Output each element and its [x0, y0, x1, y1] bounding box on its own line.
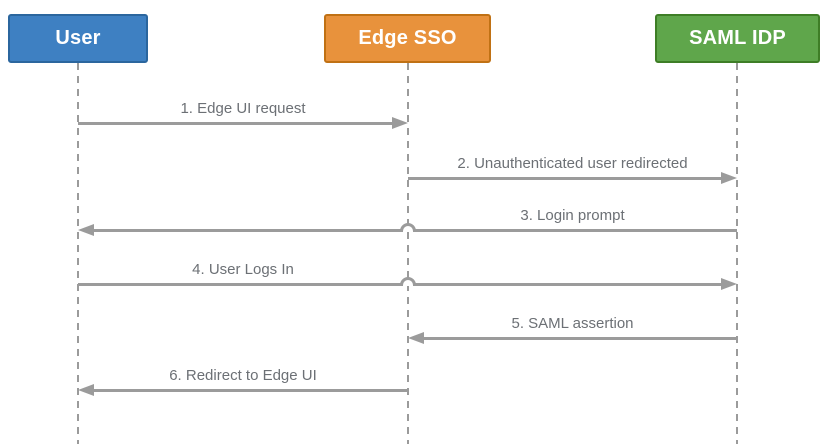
actor-label-saml-idp: SAML IDP: [689, 27, 786, 49]
arrowhead-right-icon: [721, 278, 737, 290]
message-2-label: 2. Unauthenticated user redirected: [457, 155, 688, 172]
message-6-line: [94, 389, 408, 392]
lifeline-saml-idp: [736, 63, 738, 444]
message-4-line: [78, 283, 721, 286]
line-hop: [400, 223, 416, 232]
arrowhead-left-icon: [408, 332, 424, 344]
message-6-label: 6. Redirect to Edge UI: [169, 367, 317, 384]
lifeline-edge-sso: [407, 63, 409, 444]
message-1-line: [78, 122, 392, 125]
message-5-label: 5. SAML assertion: [511, 315, 634, 332]
line-hop: [400, 277, 416, 286]
message-2-line: [408, 177, 721, 180]
arrowhead-right-icon: [721, 172, 737, 184]
actor-box-saml-idp: SAML IDP: [655, 14, 820, 63]
message-3-label: 3. Login prompt: [520, 207, 625, 224]
message-4-label: 4. User Logs In: [192, 261, 294, 278]
arrowhead-right-icon: [392, 117, 408, 129]
arrowhead-left-icon: [78, 384, 94, 396]
message-5-line: [424, 337, 737, 340]
actor-box-user: User: [8, 14, 148, 63]
message-1-label: 1. Edge UI request: [180, 100, 306, 117]
actor-label-edge-sso: Edge SSO: [358, 27, 457, 49]
lifeline-user: [77, 63, 79, 444]
actor-box-edge-sso: Edge SSO: [324, 14, 491, 63]
arrowhead-left-icon: [78, 224, 94, 236]
actor-label-user: User: [55, 27, 101, 49]
